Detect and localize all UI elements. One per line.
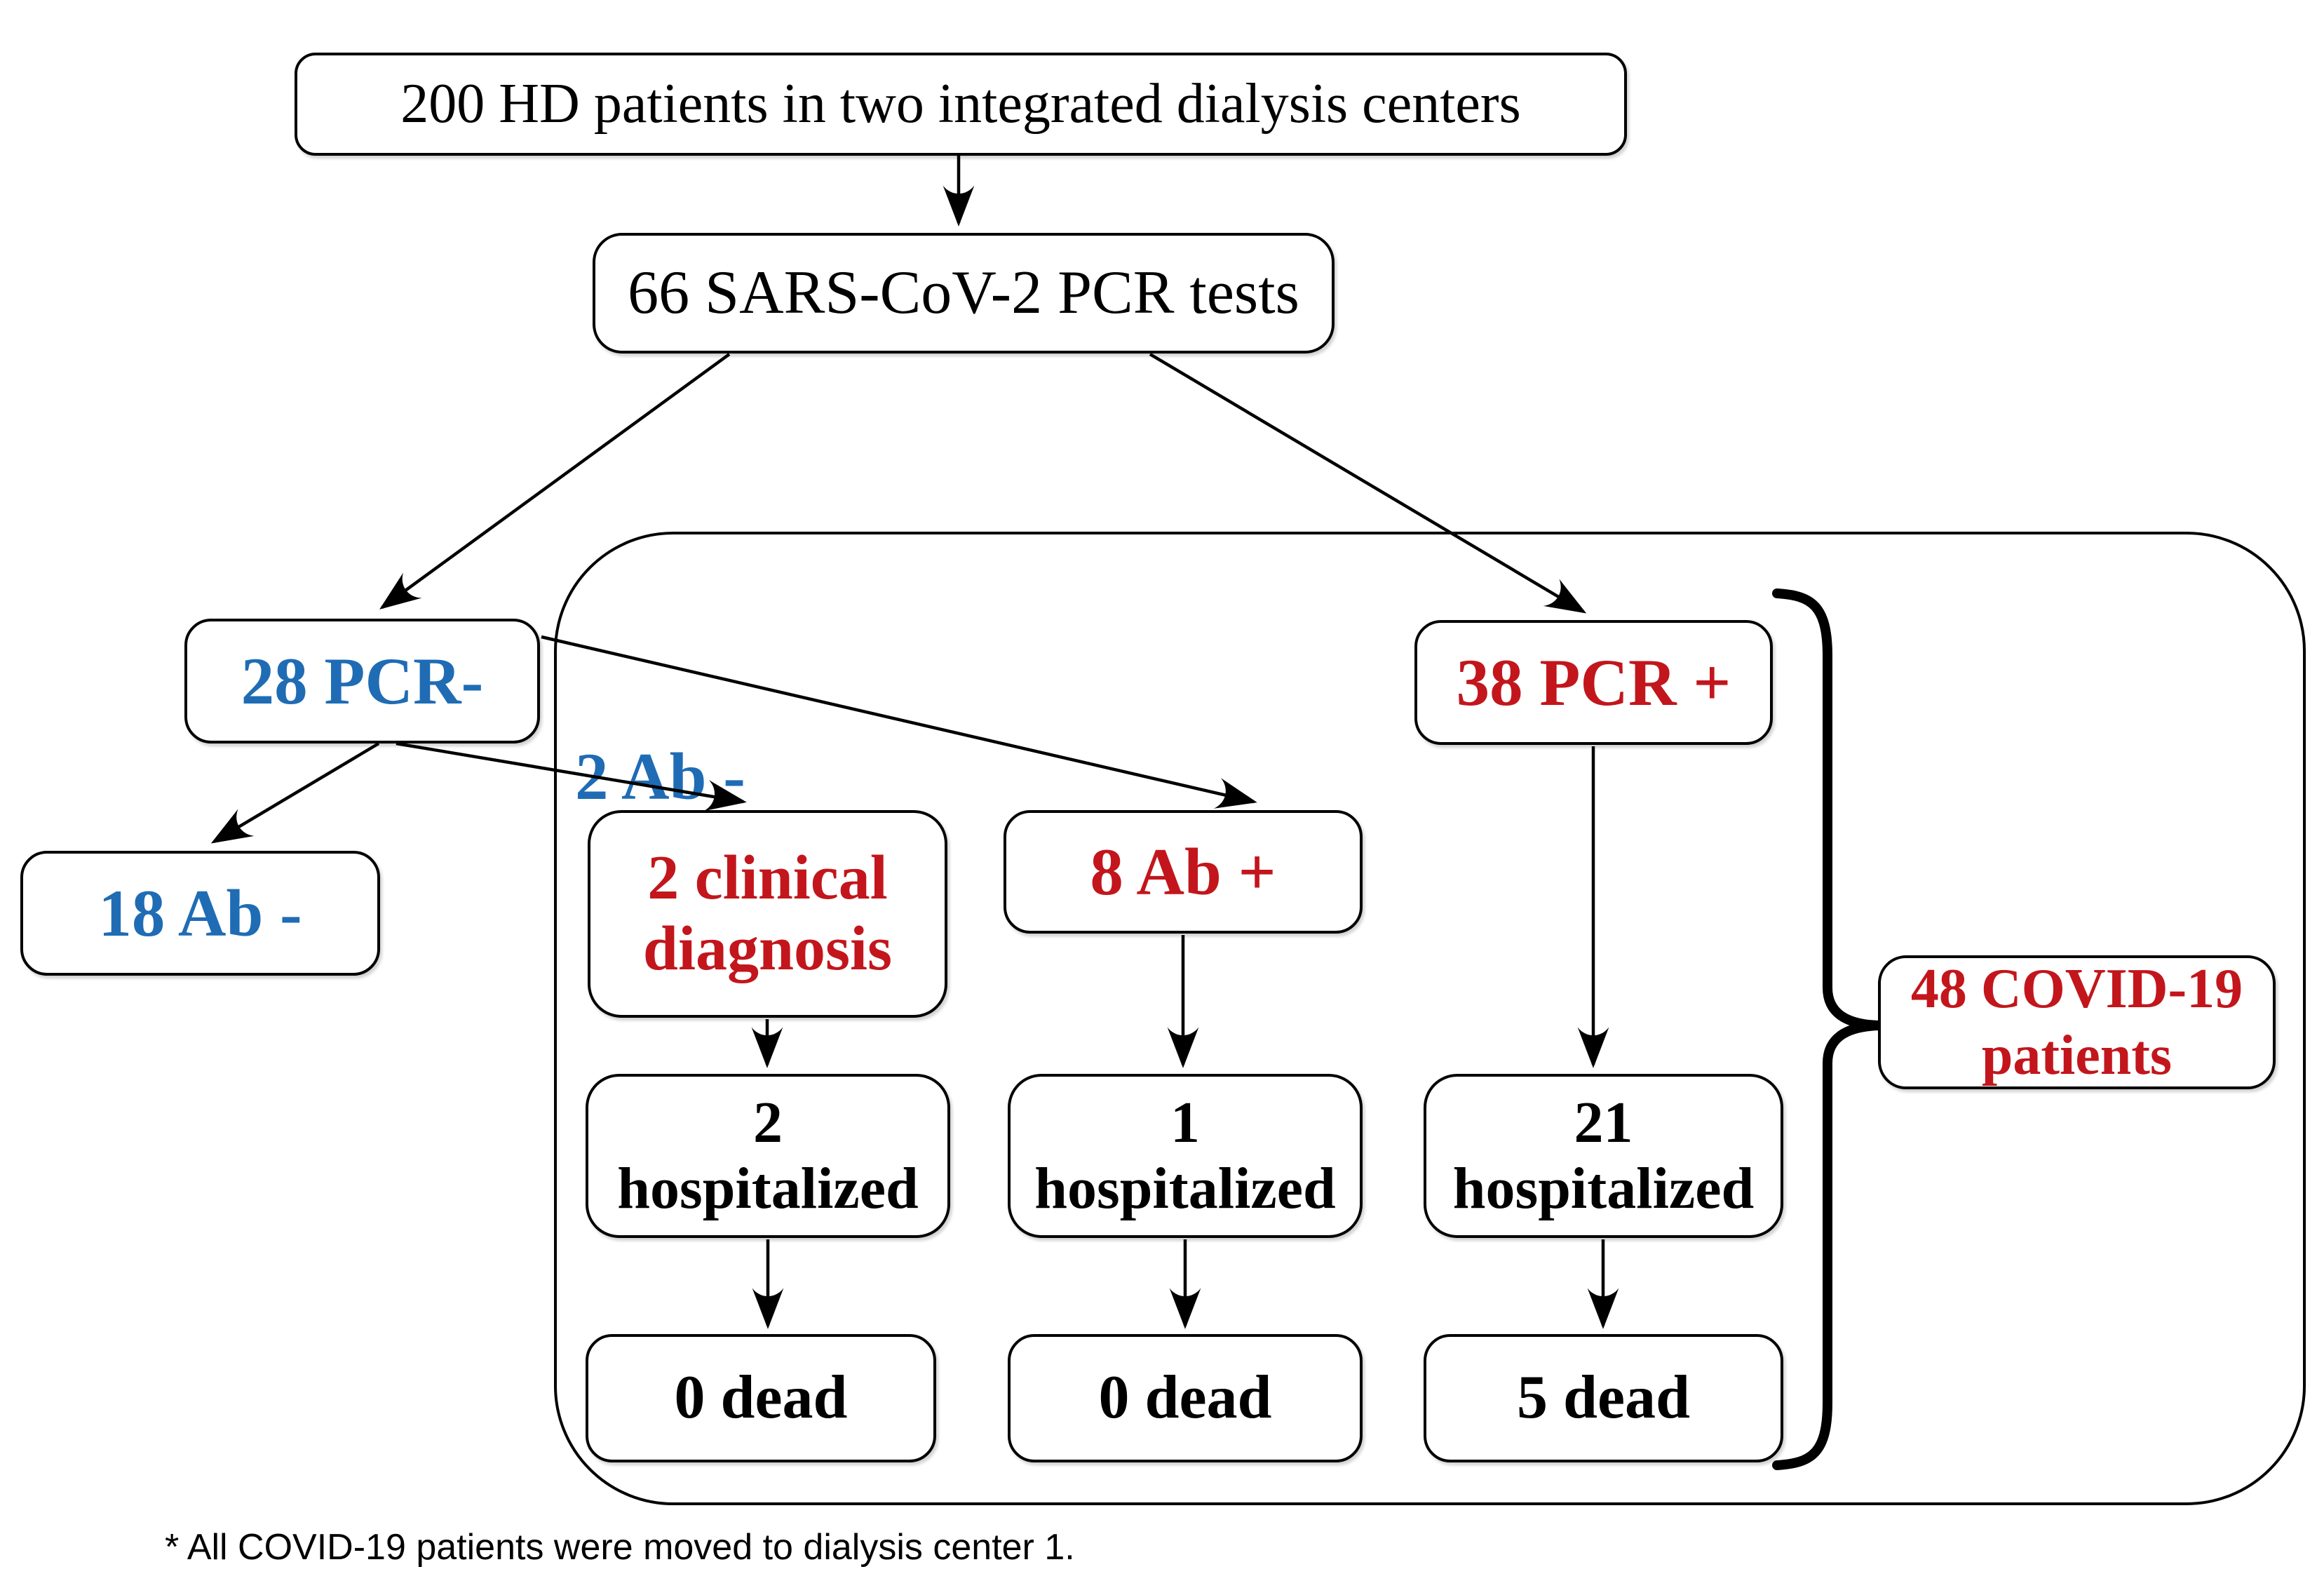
node-dead-pcr: 5 dead	[1424, 1334, 1783, 1462]
edge-label-2-ab-negative: 2 Ab -	[575, 739, 745, 814]
node-pcr-negative: 28 PCR-	[184, 619, 540, 743]
node-dead-antibody: 0 dead	[1008, 1334, 1363, 1462]
node-antibody-positive: 8 Ab +	[1004, 810, 1363, 934]
node-hospitalized-pcr: 21 hospitalized	[1424, 1074, 1783, 1238]
footnote: * All COVID-19 patients were moved to di…	[165, 1527, 1075, 1568]
node-pcr-tests: 66 SARS-CoV-2 PCR tests	[593, 233, 1335, 354]
node-covid-patients-total: 48 COVID-19 patients	[1878, 955, 2276, 1089]
node-total-hd-patients: 200 HD patients in two integrated dialys…	[295, 53, 1627, 156]
node-hospitalized-antibody: 1 hospitalized	[1008, 1074, 1363, 1238]
edge-pcr-negative-to-antibody-negative	[210, 742, 380, 844]
node-pcr-positive: 38 PCR +	[1414, 620, 1773, 745]
node-hospitalized-clinical: 2 hospitalized	[586, 1074, 950, 1238]
node-clinical-diagnosis: 2 clinical diagnosis	[588, 810, 947, 1018]
node-dead-clinical: 0 dead	[586, 1334, 936, 1462]
node-antibody-negative: 18 Ab -	[20, 851, 380, 976]
